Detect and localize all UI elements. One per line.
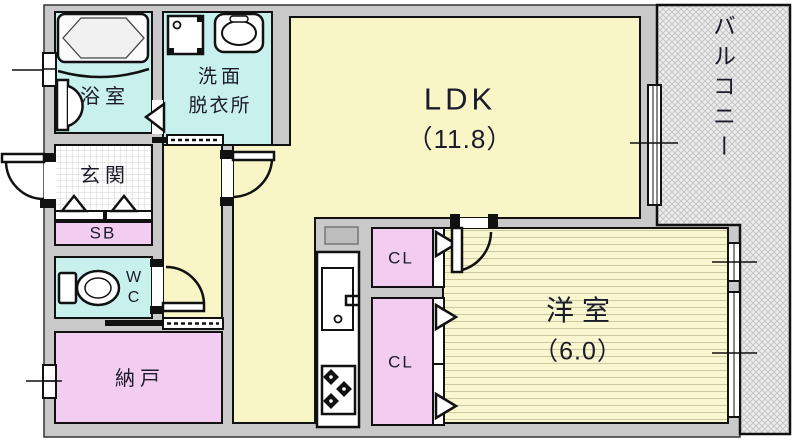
ldk-door: [220, 150, 276, 206]
sink-basin-icon: [213, 12, 265, 54]
washing-machine-icon: [166, 14, 205, 56]
stove-icon: [320, 364, 357, 416]
bathroom-window: [12, 52, 57, 87]
western-large-window: [712, 291, 757, 418]
washroom-label-2: 脱衣所: [188, 95, 252, 117]
bathroom-label: 浴室: [80, 86, 130, 108]
western-small-window: [712, 242, 757, 282]
western-room-door: [450, 214, 498, 274]
bathtub-icon: [56, 12, 150, 79]
storage-label: 納戸: [115, 368, 165, 390]
entrance-door: [0, 152, 56, 208]
storage-area: [54, 331, 223, 424]
ldk-balcony-window: [630, 84, 678, 206]
wc-label: WC: [125, 269, 142, 309]
washroom-sliding-door: [152, 134, 224, 146]
ldk-area: [232, 16, 641, 424]
closet-lower-door: [432, 297, 459, 426]
closet-upper-area: [371, 227, 434, 288]
shoebox-label: SB: [89, 223, 117, 243]
closet-lower-label: CL: [388, 352, 414, 372]
western-room-label: 洋室: [545, 295, 619, 326]
kitchen-counter: [315, 226, 361, 429]
closet-upper-door: [432, 227, 459, 288]
ldk-label: LDK: [423, 81, 497, 117]
shower-fixture-icon: [55, 78, 84, 132]
shoebox-area: [54, 221, 153, 246]
closet-lower-area: [371, 297, 434, 426]
hallway-area: [162, 144, 223, 319]
entrance-step: [54, 193, 153, 221]
storage-window: [26, 364, 62, 399]
balcony-area: [655, 3, 792, 436]
entrance-label: 玄関: [80, 165, 130, 187]
ldk-size-label: （11.8）: [406, 124, 514, 154]
closet-upper-label: CL: [388, 248, 414, 268]
wc-door: [150, 259, 206, 314]
western-room-area: [442, 227, 729, 424]
balcony-label: バルコニー: [709, 14, 736, 164]
bathroom-folding-door: [143, 100, 166, 134]
toilet-icon: [57, 269, 121, 307]
washroom-label-1: 洗面: [197, 66, 245, 88]
storage-sliding-door: [105, 317, 224, 330]
western-room-size-label: （6.0）: [533, 337, 623, 366]
